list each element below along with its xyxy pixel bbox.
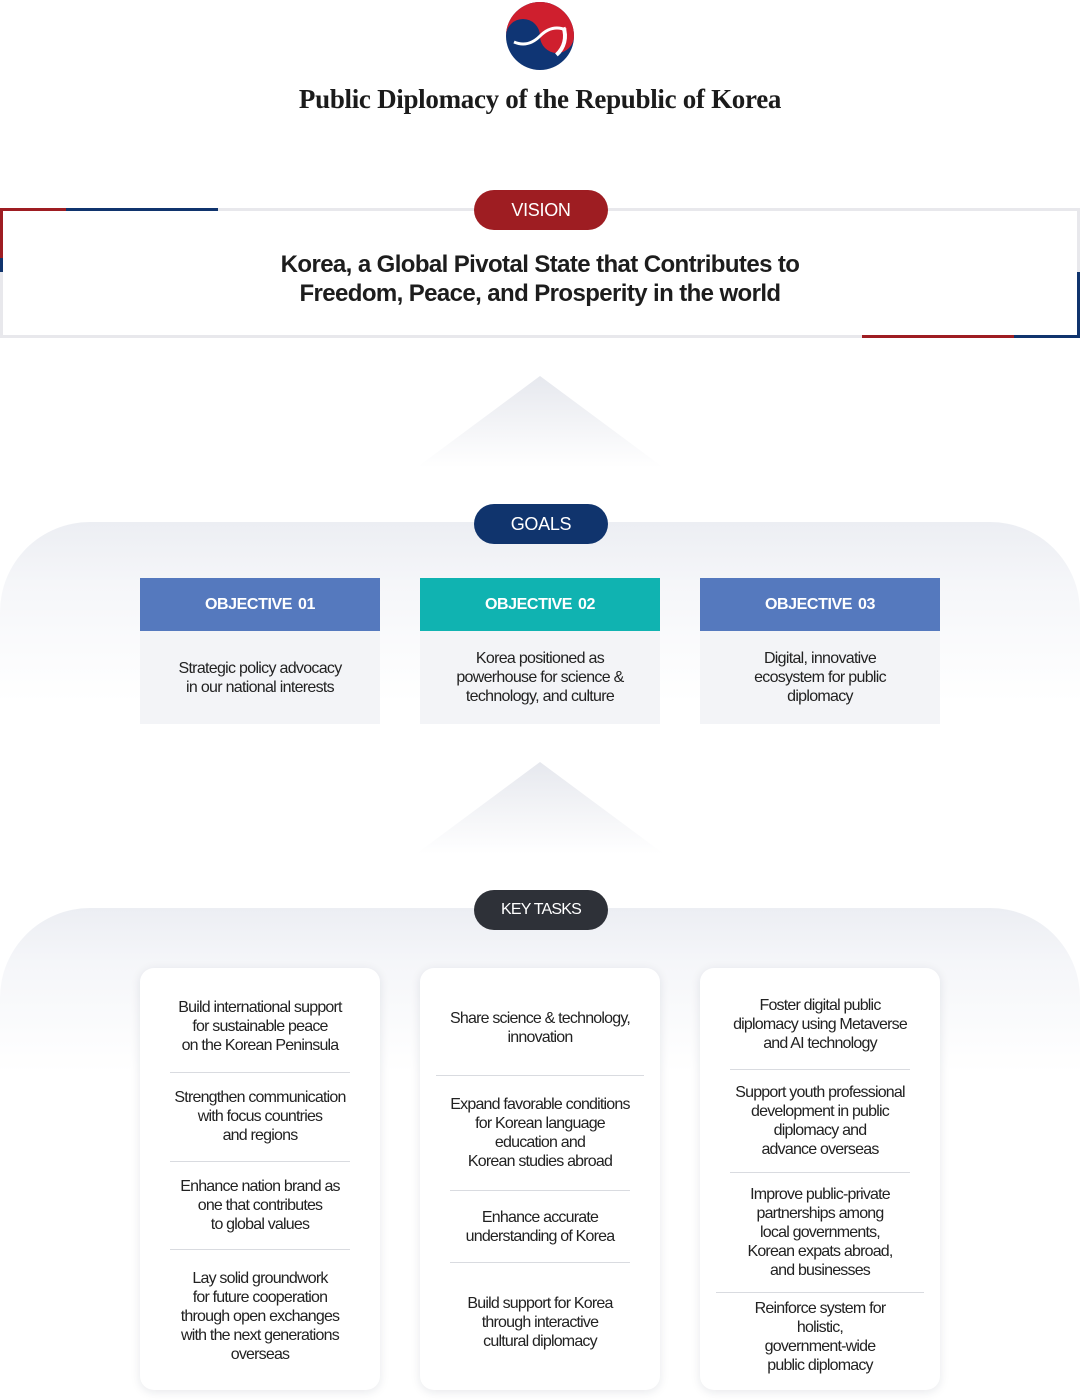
goals-label: GOALS: [474, 504, 608, 544]
vision-deco-red-top: [0, 208, 66, 211]
objective-text: Strategic policy advocacy in our nationa…: [140, 631, 380, 724]
taegeuk-emblem-icon: [506, 2, 574, 70]
objective-number: 03: [858, 596, 876, 613]
vision-statement: Korea, a Global Pivotal State that Contr…: [0, 250, 1080, 308]
vision-deco-left-blue: [0, 258, 3, 272]
task-card-3: Foster digital public diplomacy using Me…: [700, 968, 940, 1390]
objective-card-01: OBJECTIVE 01 Strategic policy advocacy in…: [140, 578, 380, 724]
objective-label: OBJECTIVE: [764, 596, 853, 613]
arrow-up-icon: [416, 376, 664, 468]
vision-deco-right-blue: [1077, 272, 1080, 338]
objective-header: OBJECTIVE 03: [700, 578, 940, 631]
key-tasks-label: KEY TASKS: [474, 890, 608, 930]
task-item: Improve public-private partnerships amon…: [730, 1172, 910, 1291]
page-title: Public Diplomacy of the Republic of Kore…: [298, 84, 782, 114]
vision-deco-blue-top: [66, 208, 218, 211]
objective-card-03: OBJECTIVE 03 Digital, innovative ecosyste…: [700, 578, 940, 724]
objective-label: OBJECTIVE: [204, 596, 293, 613]
objective-text: Digital, innovative ecosystem for public…: [700, 631, 940, 724]
objective-header: OBJECTIVE 02: [420, 578, 660, 631]
task-item: Enhance accurate understanding of Korea: [450, 1190, 630, 1262]
arrow-up-icon: [416, 762, 664, 854]
task-item: Enhance nation brand as one that contrib…: [170, 1160, 350, 1250]
objective-number: 02: [578, 596, 596, 613]
task-card-2: Share science & technology, innovation E…: [420, 968, 660, 1390]
task-card-1: Build international support for sustaina…: [140, 968, 380, 1390]
task-item: Foster digital public diplomacy using Me…: [733, 997, 908, 1053]
vision-deco-blue-bottom: [1014, 335, 1080, 338]
task-item: Reinforce system for holistic, governmen…: [716, 1291, 924, 1382]
vision-deco-left-red: [0, 208, 3, 258]
objective-card-02: OBJECTIVE 02 Korea positioned as powerhou…: [420, 578, 660, 724]
task-item: Share science & technology, innovation: [450, 1009, 631, 1046]
objective-label: OBJECTIVE: [484, 596, 573, 613]
objective-header: OBJECTIVE 01: [140, 578, 380, 631]
vision-label: VISION: [474, 190, 608, 230]
task-item: Support youth professional development i…: [730, 1069, 910, 1172]
task-item: Expand favorable conditions for Korean l…: [436, 1075, 644, 1190]
objective-number: 01: [298, 596, 316, 613]
vision-line-1: Korea, a Global Pivotal State that Contr…: [280, 251, 800, 278]
vision-line-2: Freedom, Peace, and Prosperity in the wo…: [299, 280, 781, 307]
task-item: Strengthen communication with focus coun…: [170, 1072, 350, 1161]
vision-deco-red-bottom: [862, 335, 1014, 338]
task-item: Lay solid groundwork for future cooperat…: [170, 1249, 350, 1382]
task-item: Build international support for sustaina…: [178, 998, 342, 1054]
task-item: Build support for Korea through interact…: [450, 1262, 630, 1382]
objective-text: Korea positioned as powerhouse for scien…: [420, 631, 660, 724]
